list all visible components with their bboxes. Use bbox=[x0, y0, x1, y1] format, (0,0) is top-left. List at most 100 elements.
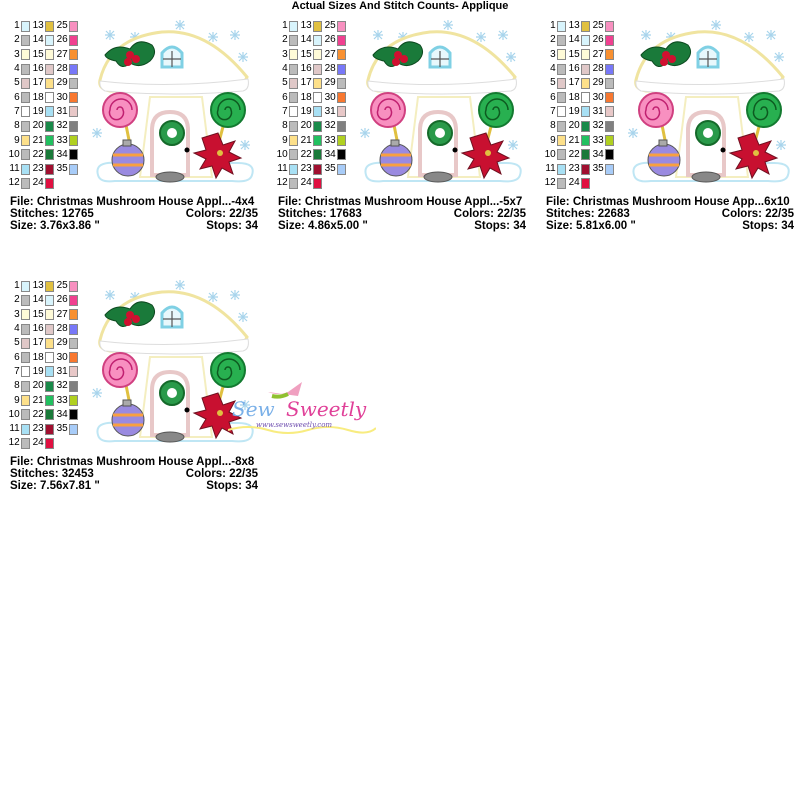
color-swatch: 26 bbox=[54, 33, 78, 47]
color-number: 7 bbox=[550, 105, 556, 117]
color-swatch: 4 bbox=[274, 62, 298, 76]
color-box bbox=[556, 34, 566, 46]
color-swatch: 35 bbox=[322, 162, 346, 176]
color-number: 33 bbox=[56, 394, 68, 406]
color-box bbox=[68, 49, 78, 61]
color-number: 6 bbox=[14, 351, 20, 363]
color-number: 4 bbox=[14, 63, 20, 75]
color-number: 22 bbox=[32, 148, 44, 160]
color-box bbox=[68, 92, 78, 104]
color-box bbox=[68, 380, 78, 392]
color-swatch: 24 bbox=[298, 176, 322, 190]
color-swatch: 19 bbox=[566, 105, 590, 119]
color-number: 6 bbox=[550, 91, 556, 103]
color-swatch: 20 bbox=[30, 119, 54, 133]
design-preview bbox=[358, 15, 528, 190]
color-swatch: 1 bbox=[274, 19, 298, 33]
color-swatch: 5 bbox=[6, 336, 30, 350]
color-swatch: 27 bbox=[54, 308, 78, 322]
color-box bbox=[604, 20, 614, 32]
color-number: 21 bbox=[300, 134, 312, 146]
color-number: 24 bbox=[32, 437, 44, 449]
color-swatch: 10 bbox=[542, 148, 566, 162]
color-box bbox=[604, 163, 614, 175]
color-swatch: 19 bbox=[298, 105, 322, 119]
color-swatch: 23 bbox=[30, 162, 54, 176]
color-swatch: 28 bbox=[590, 62, 614, 76]
color-box bbox=[20, 49, 30, 61]
color-swatch: 13 bbox=[566, 19, 590, 33]
color-swatch: 23 bbox=[298, 162, 322, 176]
color-number: 12 bbox=[8, 437, 20, 449]
color-swatch: 17 bbox=[30, 76, 54, 90]
color-box bbox=[336, 163, 346, 175]
color-swatch: 3 bbox=[6, 308, 30, 322]
color-swatch: 20 bbox=[566, 119, 590, 133]
color-number: 7 bbox=[14, 105, 20, 117]
color-swatch: 12 bbox=[274, 176, 298, 190]
color-number: 8 bbox=[14, 380, 20, 392]
color-swatch: 14 bbox=[566, 33, 590, 47]
design-preview bbox=[90, 15, 260, 190]
stitch-count: Stitches: 22683 bbox=[546, 208, 630, 220]
color-box bbox=[68, 149, 78, 161]
color-number: 27 bbox=[56, 308, 68, 320]
color-swatch: 15 bbox=[566, 48, 590, 62]
color-number: 2 bbox=[282, 34, 288, 46]
color-number: 26 bbox=[324, 34, 336, 46]
color-number: 25 bbox=[56, 20, 68, 32]
color-number: 15 bbox=[32, 48, 44, 60]
color-swatch: 7 bbox=[6, 365, 30, 379]
color-number: 24 bbox=[300, 177, 312, 189]
color-box bbox=[20, 163, 30, 175]
color-box bbox=[68, 135, 78, 147]
color-number: 1 bbox=[14, 20, 20, 32]
color-number: 16 bbox=[32, 63, 44, 75]
color-swatch: 6 bbox=[6, 90, 30, 104]
color-number: 7 bbox=[282, 105, 288, 117]
color-number: 32 bbox=[56, 380, 68, 392]
color-swatch: 9 bbox=[542, 133, 566, 147]
color-count: Colors: 22/35 bbox=[453, 208, 526, 220]
color-number: 4 bbox=[550, 63, 556, 75]
sew-sweetly-logo: Sew Sweetly www.sewsweetly.com bbox=[228, 382, 376, 434]
color-swatch: 22 bbox=[298, 148, 322, 162]
color-swatch: 10 bbox=[6, 408, 30, 422]
color-number: 31 bbox=[56, 105, 68, 117]
color-box bbox=[312, 120, 322, 132]
color-swatch: 30 bbox=[322, 90, 346, 104]
design-size: Size: 4.86x5.00 " bbox=[278, 220, 368, 232]
color-number: 2 bbox=[14, 34, 20, 46]
color-box bbox=[20, 92, 30, 104]
color-number: 21 bbox=[32, 134, 44, 146]
color-swatch: 22 bbox=[566, 148, 590, 162]
color-box bbox=[68, 309, 78, 321]
color-number: 4 bbox=[14, 323, 20, 335]
design-size: Size: 7.56x7.81 " bbox=[10, 480, 100, 492]
color-number: 17 bbox=[568, 77, 580, 89]
color-swatch: 29 bbox=[590, 76, 614, 90]
color-box bbox=[20, 395, 30, 407]
color-swatch: 18 bbox=[30, 90, 54, 104]
color-box bbox=[604, 77, 614, 89]
color-swatch: 27 bbox=[590, 48, 614, 62]
color-box bbox=[604, 34, 614, 46]
color-box bbox=[556, 149, 566, 161]
color-number: 30 bbox=[56, 91, 68, 103]
color-number: 9 bbox=[14, 394, 20, 406]
color-number: 22 bbox=[300, 148, 312, 160]
color-swatch: 34 bbox=[322, 148, 346, 162]
color-swatch: 29 bbox=[54, 76, 78, 90]
color-box bbox=[312, 177, 322, 189]
color-box bbox=[580, 63, 590, 75]
color-number: 2 bbox=[550, 34, 556, 46]
color-swatch: 2 bbox=[274, 33, 298, 47]
color-number: 27 bbox=[56, 48, 68, 60]
color-box bbox=[336, 149, 346, 161]
color-number: 14 bbox=[300, 34, 312, 46]
color-number: 2 bbox=[14, 294, 20, 306]
color-swatch: 4 bbox=[6, 322, 30, 336]
color-number: 12 bbox=[544, 177, 556, 189]
color-box bbox=[44, 309, 54, 321]
